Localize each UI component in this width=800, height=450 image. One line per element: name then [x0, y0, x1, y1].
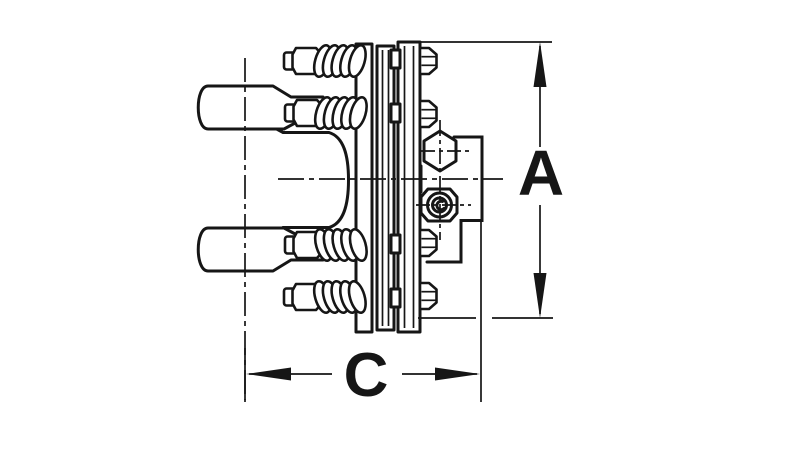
thread-symbol	[435, 199, 446, 212]
spring-top-inner	[283, 94, 372, 132]
spring-bottom-outer	[282, 278, 371, 316]
friction-disc-pack	[375, 44, 396, 332]
dimension-label-a: A	[518, 137, 564, 209]
arrowhead-left	[246, 367, 291, 381]
dimension-c: C	[244, 222, 482, 410]
spring-bottom-inner	[283, 226, 372, 264]
hub-outline	[425, 135, 484, 264]
dimension-a: A	[418, 41, 564, 319]
through-bolt-block	[389, 233, 402, 255]
dimension-label-c: C	[344, 341, 389, 410]
arrowhead-up	[533, 42, 547, 87]
face-nut	[418, 281, 438, 311]
face-nut	[418, 99, 438, 129]
arrowhead-right	[435, 367, 480, 381]
spring-top-outer	[282, 42, 371, 80]
center-lines	[244, 58, 503, 402]
through-bolt-block	[389, 48, 402, 70]
through-bolt-block	[389, 287, 402, 309]
face-nut	[418, 46, 438, 76]
yoke-bell-mouth	[270, 125, 351, 235]
through-bolt-block	[389, 102, 402, 124]
clutch-assembly	[196, 40, 484, 334]
arrowhead-down	[533, 273, 547, 318]
face-nut	[418, 228, 438, 258]
friction-plate-stack	[354, 40, 422, 334]
